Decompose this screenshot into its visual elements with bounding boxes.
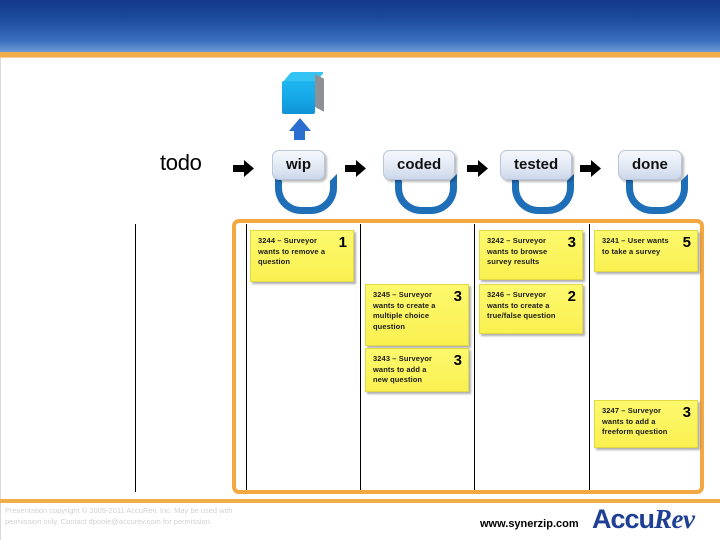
story-card[interactable]: 3243 – Surveyor wants to add a new quest… xyxy=(365,348,469,392)
story-card[interactable]: 3244 – Surveyor wants to remove a questi… xyxy=(250,230,354,282)
story-card-points: 5 xyxy=(682,234,691,251)
column-separator-coded-tested xyxy=(474,224,475,492)
up-arrow-stem xyxy=(294,130,305,140)
stage-coded[interactable]: coded xyxy=(383,150,458,214)
slide-left-edge xyxy=(0,58,1,540)
accurev-logo-rev: Rev xyxy=(654,504,695,534)
stage-label-done: done xyxy=(618,150,682,180)
wip-limit-frame xyxy=(232,219,704,494)
column-separator-todo-left xyxy=(135,224,136,492)
stage-todo[interactable]: todo xyxy=(160,150,202,176)
story-card-text: 3247 – Surveyor wants to add a freeform … xyxy=(602,406,668,436)
up-arrow-icon xyxy=(289,118,311,131)
flow-arrow-2 xyxy=(345,160,367,177)
story-card-points: 3 xyxy=(682,404,691,421)
column-separator-tested-done xyxy=(589,224,590,492)
stage-label-todo: todo xyxy=(160,150,202,175)
column-separator-wip-coded xyxy=(360,224,361,492)
accurev-logo-accu: Accu xyxy=(592,504,655,534)
footer-website-url: www.synerzip.com xyxy=(480,518,579,530)
header-accent-rule xyxy=(0,52,720,57)
workflow-header-row: todo wip coded tested done xyxy=(0,150,720,214)
column-separator-todo-wip xyxy=(246,224,247,492)
stage-label-coded: coded xyxy=(383,150,456,180)
story-card-points: 1 xyxy=(338,234,347,251)
slide-header-band xyxy=(0,0,720,52)
blue-cube-graphic xyxy=(279,72,339,147)
story-card-points: 2 xyxy=(567,288,576,305)
stage-wip[interactable]: wip xyxy=(272,150,337,214)
story-card[interactable]: 3242 – Surveyor wants to browse survey r… xyxy=(479,230,583,280)
story-card[interactable]: 3247 – Surveyor wants to add a freeform … xyxy=(594,400,698,448)
story-card-points: 3 xyxy=(453,352,462,369)
footer-copyright-line2: permission only. Contact dpoole@accurev.… xyxy=(5,517,213,526)
footer-accent-rule xyxy=(0,499,720,503)
story-card-points: 3 xyxy=(567,234,576,251)
stage-label-wip: wip xyxy=(272,150,325,180)
accurev-logo: AccuRev xyxy=(592,505,695,538)
rework-loop-icon-coded xyxy=(395,174,458,214)
story-card-text: 3245 – Surveyor wants to create a multip… xyxy=(373,290,436,331)
rework-loop-icon-wip xyxy=(274,174,337,214)
header-accent-rule-soft xyxy=(0,57,720,58)
story-card-text: 3241 – User wants to take a survey xyxy=(602,236,669,256)
stage-done[interactable]: done xyxy=(618,150,688,214)
story-card-text: 3243 – Surveyor wants to add a new quest… xyxy=(373,354,433,384)
footer-copyright: Presentation copyright © 2009-2011 AccuR… xyxy=(5,505,335,527)
stage-tested[interactable]: tested xyxy=(500,150,575,214)
rework-loop-icon-tested xyxy=(512,174,575,214)
story-card[interactable]: 3241 – User wants to take a survey 5 xyxy=(594,230,698,272)
story-card-points: 3 xyxy=(453,288,462,305)
flow-arrow-3 xyxy=(467,160,489,177)
story-card-text: 3246 – Surveyor wants to create a true/f… xyxy=(487,290,556,320)
cube-front-face xyxy=(282,81,315,114)
rework-loop-icon-done xyxy=(625,174,688,214)
story-card[interactable]: 3245 – Surveyor wants to create a multip… xyxy=(365,284,469,346)
footer-copyright-line1: Presentation copyright © 2009-2011 AccuR… xyxy=(5,506,233,515)
stage-label-tested: tested xyxy=(500,150,573,180)
story-card[interactable]: 3246 – Surveyor wants to create a true/f… xyxy=(479,284,583,334)
flow-arrow-4 xyxy=(580,160,602,177)
story-card-text: 3244 – Surveyor wants to remove a questi… xyxy=(258,236,326,266)
flow-arrow-1 xyxy=(233,160,255,177)
story-card-text: 3242 – Surveyor wants to browse survey r… xyxy=(487,236,548,266)
cube-side-face xyxy=(315,74,324,112)
